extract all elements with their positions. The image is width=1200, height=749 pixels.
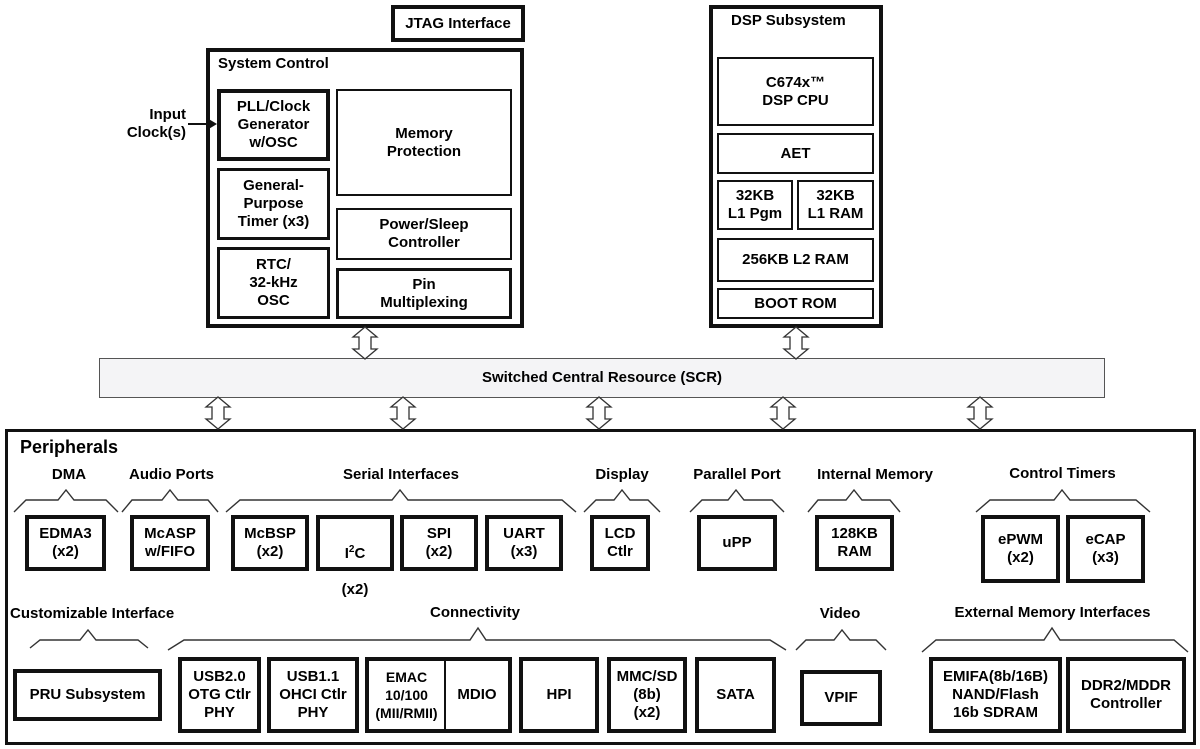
- peripheral-bus-arrow: [390, 396, 416, 430]
- i2c-label-i: I: [344, 545, 349, 562]
- boot-rom-box: BOOT ROM: [717, 288, 874, 319]
- dsp-subsystem-block: [709, 5, 883, 328]
- display-title: Display: [595, 466, 649, 483]
- system-control-title: System Control: [218, 55, 329, 72]
- emifa-box: EMIFA(8b/16B) NAND/Flash 16b SDRAM: [929, 657, 1062, 733]
- dsp-cpu-box: C674x™ DSP CPU: [717, 57, 874, 126]
- jtag-interface-box: JTAG Interface: [391, 5, 525, 42]
- peripheral-bus-arrow: [770, 396, 796, 430]
- jtag-label: JTAG Interface: [405, 14, 511, 32]
- pll-clock-generator-box: PLL/Clock Generator w/OSC: [217, 89, 330, 161]
- internal-ram-box: 128KB RAM: [815, 515, 894, 571]
- usb20-otg-box: USB2.0 OTG Ctlr PHY: [178, 657, 261, 733]
- external-memory-interfaces-title: External Memory Interfaces: [954, 604, 1151, 621]
- usb11-ohci-box: USB1.1 OHCI Ctlr PHY: [267, 657, 359, 733]
- lcd-controller-box: LCD Ctlr: [590, 515, 650, 571]
- l1-pgm-box: 32KB L1 Pgm: [717, 180, 793, 230]
- l2-ram-box: 256KB L2 RAM: [717, 238, 874, 282]
- system-control-bus-arrow: [352, 326, 378, 360]
- spi-box: SPI (x2): [400, 515, 478, 571]
- uart-box: UART (x3): [485, 515, 563, 571]
- peripherals-block: [5, 429, 1196, 745]
- peripherals-title: Peripherals: [20, 437, 119, 457]
- peripheral-bus-arrow: [205, 396, 231, 430]
- l1-ram-box: 32KB L1 RAM: [797, 180, 874, 230]
- epwm-box: ePWM (x2): [981, 515, 1060, 583]
- customizable-interface-title: Customizable Interface: [10, 605, 175, 622]
- i2c-label-c: C: [354, 545, 366, 562]
- dsp-bus-arrow: [783, 326, 809, 360]
- ecap-box: eCAP (x3): [1066, 515, 1145, 583]
- input-clock-label: Input Clock(s): [126, 106, 186, 141]
- control-timers-title: Control Timers: [1009, 465, 1116, 482]
- mdio-box: MDIO: [446, 661, 508, 729]
- audio-ports-title: Audio Ports: [129, 466, 214, 483]
- mmc-sd-box: MMC/SD (8b) (x2): [607, 657, 687, 733]
- dsp-subsystem-title: DSP Subsystem: [731, 12, 846, 29]
- switched-central-resource-bar: Switched Central Resource (SCR): [99, 358, 1105, 398]
- video-title: Video: [819, 605, 861, 622]
- system-control-block: [206, 48, 524, 328]
- ddr2-mddr-controller-box: DDR2/MDDR Controller: [1066, 657, 1186, 733]
- dma-title: DMA: [51, 466, 87, 483]
- peripheral-bus-arrow: [586, 396, 612, 430]
- hpi-box: HPI: [519, 657, 599, 733]
- i2c-label-sup: 2: [348, 544, 355, 555]
- pin-multiplexing-box: Pin Multiplexing: [336, 268, 512, 319]
- mcasp-box: McASP w/FIFO: [130, 515, 210, 571]
- memory-protection-box: Memory Protection: [336, 89, 512, 196]
- connectivity-title: Connectivity: [429, 604, 520, 621]
- aet-box: AET: [717, 133, 874, 174]
- sata-box: SATA: [695, 657, 776, 733]
- mcbsp-box: McBSP (x2): [231, 515, 309, 571]
- peripheral-bus-arrow: [967, 396, 993, 430]
- serial-interfaces-title: Serial Interfaces: [343, 466, 459, 483]
- i2c-count: (x2): [341, 581, 369, 598]
- parallel-port-title: Parallel Port: [693, 466, 781, 483]
- vpif-box: VPIF: [800, 670, 882, 726]
- emac-mdio-group: [365, 657, 512, 733]
- scr-label: Switched Central Resource (SCR): [481, 369, 723, 386]
- edma3-box: EDMA3 (x2): [25, 515, 106, 571]
- emac-box: EMAC 10/100 (MII/RMII): [369, 661, 446, 729]
- i2c-box: I2C (x2): [316, 515, 394, 598]
- pru-subsystem-box: PRU Subsystem: [13, 669, 162, 721]
- general-purpose-timer-box: General- Purpose Timer (x3): [217, 168, 330, 240]
- internal-memory-title: Internal Memory: [817, 466, 933, 483]
- upp-box: uPP: [697, 515, 777, 571]
- power-sleep-controller-box: Power/Sleep Controller: [336, 208, 512, 260]
- rtc-osc-box: RTC/ 32-kHz OSC: [217, 247, 330, 319]
